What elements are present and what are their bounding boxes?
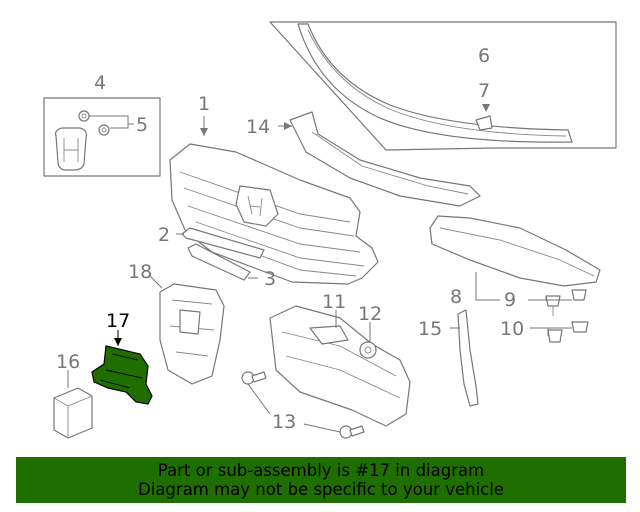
callout-14: 14: [246, 116, 270, 138]
callout-4: 4: [94, 72, 106, 94]
part-9-10-clips: [528, 289, 589, 343]
banner-line-2: Diagram may not be specific to your vehi…: [138, 480, 504, 499]
callout-1: 1: [198, 93, 210, 115]
callout-18: 18: [128, 261, 152, 283]
part-6-molding-group: [269, 21, 617, 151]
info-banner: Part or sub-assembly is #17 in diagram D…: [16, 457, 626, 503]
part-4-emblem-group: [43, 97, 161, 177]
callout-7: 7: [478, 80, 490, 102]
callout-12: 12: [358, 303, 382, 325]
callout-16: 16: [56, 351, 80, 373]
callout-13: 13: [272, 411, 296, 433]
part-2-3-moldings: [176, 227, 265, 281]
callout-15: 15: [418, 318, 442, 340]
callout-3: 3: [264, 268, 276, 290]
callout-6: 6: [478, 45, 490, 67]
part-13-bolts: [241, 371, 365, 439]
part-16-sensor-unit: [53, 370, 93, 439]
part-18-bracket: [149, 275, 225, 385]
part-17-sensor-bracket-highlight: [91, 330, 153, 405]
part-15-bracket: [450, 309, 479, 407]
callout-5: 5: [136, 114, 148, 136]
parts-diagram: 1 2 3 4 5 6 7 8 9 10 11 12 13 14 15 16 1…: [43, 21, 617, 439]
callout-11: 11: [322, 291, 346, 313]
part-12-nut: [359, 322, 377, 359]
callout-9: 9: [504, 289, 516, 311]
part-8-lower-cover: [429, 215, 601, 301]
callout-8: 8: [450, 286, 462, 308]
callout-10: 10: [500, 318, 524, 340]
callout-17: 17: [106, 310, 130, 332]
part-11-lower-support: [269, 305, 411, 427]
callout-2: 2: [158, 224, 170, 246]
banner-line-1: Part or sub-assembly is #17 in diagram: [157, 461, 485, 480]
